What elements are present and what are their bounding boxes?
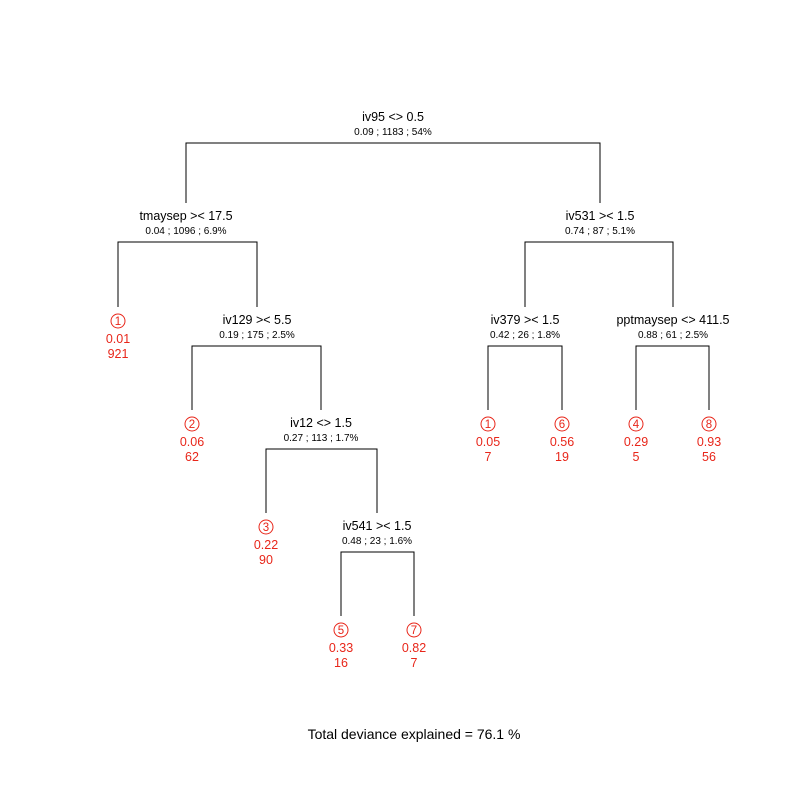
- leaf-group-number: 2: [189, 419, 195, 431]
- split-rule: iv129 >< 5.5: [223, 313, 292, 327]
- leaf-node: 4 0.295: [624, 416, 648, 464]
- split-stats: 0.04 ; 1096 ; 6.9%: [145, 226, 226, 237]
- split-node: tmaysep >< 17.5 0.04 ; 1096 ; 6.9%: [139, 209, 232, 237]
- split-rule: iv12 <> 1.5: [290, 416, 352, 430]
- split-edge: [487, 345, 563, 410]
- leaf-mean-value: 0.33: [329, 641, 353, 655]
- leaf-group-circle: [333, 622, 349, 638]
- split-rule: tmaysep >< 17.5: [139, 209, 232, 223]
- split-stats: 0.27 ; 113 ; 1.7%: [284, 433, 359, 444]
- leaf-mean-value: 0.56: [550, 435, 574, 449]
- split-node: iv129 >< 5.5 0.19 ; 175 ; 2.5%: [219, 313, 295, 341]
- leaf-mean-value: 0.05: [476, 435, 500, 449]
- leaf-group-number: 6: [559, 419, 565, 431]
- split-edge: [340, 551, 415, 616]
- leaf-mean-value: 0.22: [254, 538, 278, 552]
- split-stats: 0.09 ; 1183 ; 54%: [354, 127, 432, 138]
- split-stats: 0.74 ; 87 ; 5.1%: [565, 226, 635, 237]
- leaf-mean-value: 0.82: [402, 641, 426, 655]
- leaf-node: 70.827: [402, 622, 426, 670]
- leaf-count: 62: [185, 450, 199, 464]
- leaf-group-circle: [184, 416, 200, 432]
- leaf-group-circle: [406, 622, 422, 638]
- split-edge: [524, 241, 674, 307]
- leaf-count: 19: [555, 450, 569, 464]
- split-rule: pptmaysep <> 411.5: [616, 313, 729, 327]
- leaf-group-circle: [554, 416, 570, 432]
- split-stats: 0.42 ; 26 ; 1.8%: [490, 330, 560, 341]
- split-node: iv12 <> 1.5 0.27 ; 113 ; 1.7%: [284, 416, 359, 444]
- leaf-count: 5: [633, 450, 640, 464]
- split-edge: [191, 345, 322, 410]
- leaf-group-number: 8: [706, 419, 712, 431]
- leaf-count: 16: [334, 656, 348, 670]
- tree-edges: [117, 142, 710, 616]
- split-node: iv541 >< 1.5 0.48 ; 23 ; 1.6%: [342, 519, 412, 547]
- leaf-group-circle: [701, 416, 717, 432]
- split-rule: iv541 >< 1.5: [343, 519, 412, 533]
- split-stats: 0.19 ; 175 ; 2.5%: [219, 330, 295, 341]
- tree-nodes: iv95 <> 0.5 0.09 ; 1183 ; 54% tmaysep >< 1…: [106, 110, 730, 670]
- split-node: iv531 >< 1.5 0.74 ; 87 ; 5.1%: [565, 209, 635, 237]
- leaf-group-circle: [110, 313, 126, 329]
- split-edge: [635, 345, 710, 410]
- split-rule: iv531 >< 1.5: [566, 209, 635, 223]
- leaf-count: 56: [702, 450, 716, 464]
- leaf-mean-value: 0.93: [697, 435, 721, 449]
- leaf-group-circle: [480, 416, 496, 432]
- split-rule: iv95 <> 0.5: [362, 110, 424, 124]
- split-stats: 0.48 ; 23 ; 1.6%: [342, 536, 412, 547]
- split-node: iv95 <> 0.5 0.09 ; 1183 ; 54%: [354, 110, 432, 138]
- split-node: iv379 >< 1.5 0.42 ; 26 ; 1.8%: [490, 313, 560, 341]
- leaf-mean-value: 0.01: [106, 332, 130, 346]
- leaf-mean-value: 0.06: [180, 435, 204, 449]
- leaf-group-number: 1: [485, 419, 491, 431]
- leaf-count: 90: [259, 553, 273, 567]
- split-rule: iv379 >< 1.5: [491, 313, 560, 327]
- leaf-group-circle: [628, 416, 644, 432]
- split-node: pptmaysep <> 411.5 0.88 ; 61 ; 2.5%: [616, 313, 729, 341]
- deviance-footer: Total deviance explained = 76.1 %: [308, 726, 521, 742]
- split-edge: [265, 448, 378, 513]
- leaf-count: 921: [108, 347, 129, 361]
- leaf-mean-value: 0.29: [624, 435, 648, 449]
- leaf-count: 7: [411, 656, 418, 670]
- leaf-group-circle: [258, 519, 274, 535]
- split-edge: [185, 142, 601, 203]
- leaf-group-number: 5: [338, 625, 344, 637]
- split-stats: 0.88 ; 61 ; 2.5%: [638, 330, 708, 341]
- leaf-node: 1 0.057: [476, 416, 500, 464]
- leaf-group-number: 3: [263, 522, 269, 534]
- split-edge: [117, 241, 258, 307]
- leaf-group-number: 7: [411, 625, 417, 637]
- leaf-group-number: 4: [633, 419, 640, 431]
- leaf-group-number: 1: [115, 316, 121, 328]
- leaf-count: 7: [485, 450, 492, 464]
